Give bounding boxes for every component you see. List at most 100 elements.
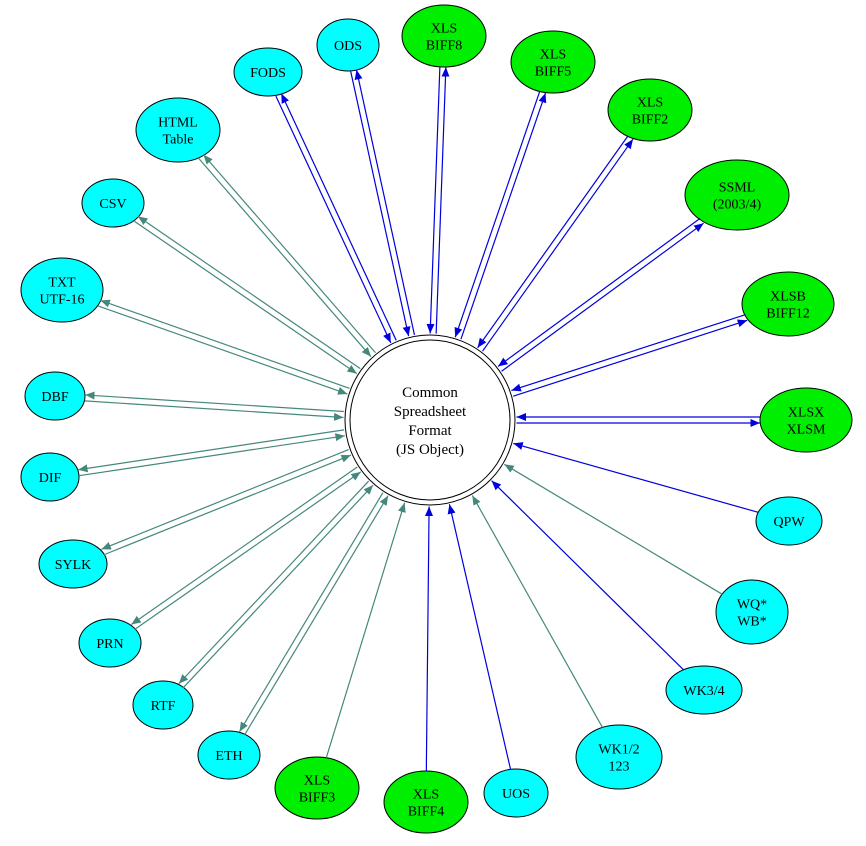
edge-wk12-123-read xyxy=(471,495,603,728)
node-ellipse-xlsx xyxy=(759,387,853,453)
node-prn: PRN xyxy=(78,618,142,668)
node-rtf: RTF xyxy=(132,680,194,730)
node-label-qpw: QPW xyxy=(773,515,805,530)
node-label-ods: ODS xyxy=(334,39,362,54)
node-qpw: QPW xyxy=(755,496,823,546)
node-ods: ODS xyxy=(316,18,380,72)
edge-xls-biff4-read xyxy=(424,506,433,772)
node-label-eth: ETH xyxy=(215,749,242,764)
node-ellipse-wk12-123 xyxy=(575,724,663,790)
node-label-sylk: SYLK xyxy=(55,558,92,573)
edge-csv-write xyxy=(137,215,361,370)
node-ellipse-html-table xyxy=(135,97,221,163)
edge-wk34-read xyxy=(491,480,684,671)
node-fods: FODS xyxy=(233,47,303,97)
node-ssml: SSML(2003/4) xyxy=(684,159,790,231)
edge-xls-biff8-read xyxy=(426,66,441,334)
edge-ods-write xyxy=(354,69,416,335)
node-label-wq-wb: WQ*WB* xyxy=(737,597,767,629)
edge-rtf-write xyxy=(178,480,370,685)
node-dif: DIF xyxy=(20,452,80,502)
node-ellipse-wq-wb xyxy=(715,579,789,645)
node-uos: UOS xyxy=(483,768,549,818)
edge-html-table-read xyxy=(198,158,372,358)
center-inner-circle xyxy=(349,339,511,501)
node-ellipse-xls-biff3 xyxy=(274,756,360,820)
edge-rtf-read xyxy=(182,484,374,689)
edge-xlsb-read xyxy=(511,314,746,392)
edge-ssml-write xyxy=(501,222,704,372)
edge-csv-read xyxy=(134,220,358,375)
edge-ssml-read xyxy=(497,217,701,367)
node-ellipse-xls-biff4 xyxy=(383,770,469,834)
node-ellipse-dbf xyxy=(24,371,86,421)
node-ellipse-qpw xyxy=(755,496,823,546)
edge-prn-read xyxy=(134,471,362,630)
node-ellipse-xls-biff2 xyxy=(607,78,693,142)
node-ellipse-prn xyxy=(78,618,142,668)
node-wk34: WK3/4 xyxy=(665,665,743,715)
node-ellipse-uos xyxy=(483,768,549,818)
node-ellipse-sylk xyxy=(38,539,108,589)
node-label-uos: UOS xyxy=(502,787,530,802)
edge-wq-wb-read xyxy=(503,463,723,595)
edge-dbf-read xyxy=(84,400,344,421)
edge-prn-write xyxy=(130,466,358,625)
node-ellipse-wk34 xyxy=(665,665,743,715)
node-label-prn: PRN xyxy=(96,637,123,652)
edge-sylk-read xyxy=(103,454,352,556)
node-label-dif: DIF xyxy=(39,471,62,486)
edge-fods-read xyxy=(275,95,392,344)
edge-xls-biff5-read xyxy=(454,90,541,338)
edge-eth-read xyxy=(244,495,389,736)
edge-fods-write xyxy=(280,93,397,341)
edge-dif-write xyxy=(78,429,345,473)
edge-html-table-write xyxy=(202,154,376,354)
edge-qpw-read xyxy=(513,442,759,513)
node-wq-wb: WQ*WB* xyxy=(715,579,789,645)
node-ellipse-eth xyxy=(197,730,261,780)
edge-xls-biff2-write xyxy=(482,138,634,352)
node-eth: ETH xyxy=(197,730,261,780)
edge-sylk-write xyxy=(101,449,349,550)
edge-txt-utf16-write xyxy=(100,299,350,389)
edge-xls-biff2-read xyxy=(477,135,629,349)
center-outer-circle xyxy=(344,334,516,506)
edge-dbf-write xyxy=(85,391,344,413)
node-label-ssml: SSML(2003/4) xyxy=(713,180,762,212)
edge-ods-read xyxy=(350,71,411,337)
node-ellipse-rtf xyxy=(132,680,194,730)
node-ellipse-fods xyxy=(233,47,303,97)
node-label-csv: CSV xyxy=(99,197,126,212)
node-label-dbf: DBF xyxy=(41,390,68,405)
node-label-fods: FODS xyxy=(250,66,286,81)
format-edges xyxy=(78,66,760,772)
node-ellipse-xls-biff5 xyxy=(510,30,596,94)
node-dbf: DBF xyxy=(24,371,86,421)
edge-eth-write xyxy=(238,492,384,732)
node-ellipse-ssml xyxy=(684,159,790,231)
edge-txt-utf16-read xyxy=(98,305,348,395)
node-ellipse-xls-biff8 xyxy=(401,4,487,68)
node-csv: CSV xyxy=(81,178,145,228)
node-sylk: SYLK xyxy=(38,539,108,589)
edge-xlsb-write xyxy=(513,319,748,397)
